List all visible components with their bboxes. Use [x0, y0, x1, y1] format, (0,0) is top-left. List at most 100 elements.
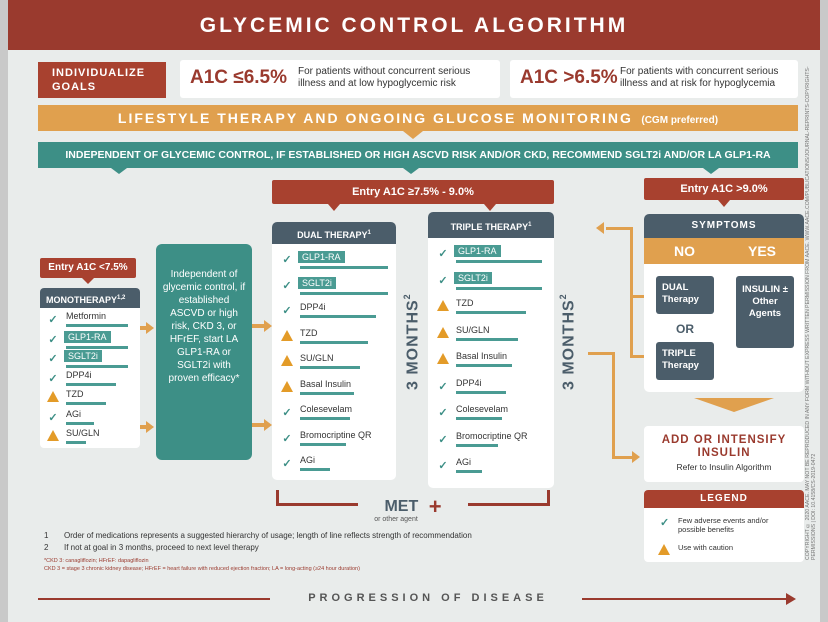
recommendation-strength-line: [300, 366, 360, 369]
medication-name: SGLT2i: [454, 271, 492, 284]
medication-row: ✓Metformin: [46, 310, 138, 331]
medication-name: Bromocriptine QR: [300, 429, 372, 440]
dual-therapy-header-text: DUAL THERAPY: [297, 230, 368, 240]
connector-months-to-insulin-h2: [612, 456, 634, 459]
high-entry-label: Entry A1C >9.0%: [644, 178, 804, 200]
left-arrow-to-triple: [596, 222, 604, 234]
medication-row: ✓GLP1-RA: [280, 250, 394, 271]
caution-triangle: [47, 391, 59, 402]
symptoms-card: SYMPTOMS NO YES DUAL Therapy OR TRIPLE T…: [644, 214, 804, 392]
medication-row: ✓SGLT2i: [436, 271, 552, 292]
medication-row: ✓AGi: [436, 456, 552, 477]
independent-banner-text: INDEPENDENT OF GLYCEMIC CONTROL, IF ESTA…: [65, 149, 771, 161]
banner-arrow-left: [111, 168, 127, 174]
months-label-1-text: 3 MONTHS2: [402, 290, 422, 390]
recommendation-strength-line: [300, 315, 376, 318]
recommendation-strength-line: [300, 391, 354, 395]
medication-row: ✓Colesevelam: [436, 403, 552, 424]
progression-arrow-icon: [786, 593, 796, 605]
triple-therapy-header: TRIPLE THERAPY1: [428, 212, 554, 238]
caution-icon: [46, 391, 60, 405]
caution-triangle: [47, 430, 59, 441]
symptoms-options-bar: NO YES: [644, 238, 804, 264]
high-entry-arrow: [718, 200, 730, 207]
medication-name: AGi: [456, 457, 472, 467]
medication-row: ✓DPP4i: [280, 301, 394, 322]
medication-name: Bromocriptine QR: [456, 430, 528, 441]
medication-row: TZD: [280, 327, 394, 348]
symptoms-or: OR: [676, 322, 694, 336]
medication-row: ✓ Colesevelam: [280, 403, 394, 424]
recommendation-strength-line: [456, 311, 526, 314]
connector-months-to-insulin-h: [588, 352, 614, 355]
connector-months-to-insulin-v: [612, 352, 615, 458]
footnote-2-num: 2: [44, 543, 49, 552]
legend-box: LEGEND ✓ Few adverse events and/or possi…: [644, 490, 804, 562]
medication-name: DPP4i: [66, 369, 92, 380]
met-label: MET: [384, 498, 419, 515]
medication-name: Colesevelam: [300, 404, 353, 414]
connector-to-symptoms-top: [606, 227, 632, 230]
met-sub: or other agent: [374, 516, 418, 523]
progression-label: PROGRESSION OF DISEASE: [308, 592, 548, 604]
medication-row: ✓GLP1-RA: [46, 330, 138, 351]
goal-high-desc: For patients with concurrent serious ill…: [620, 66, 779, 89]
months-label-2: 3 MONTHS2: [558, 290, 582, 390]
recommendation-strength-line: [66, 324, 128, 327]
check-icon: ✓: [282, 254, 292, 266]
monotherapy-card: MONOTHERAPY1,2 ✓Metformin✓GLP1-RA✓SGLT2i…: [40, 288, 140, 448]
caution-icon: [46, 430, 60, 444]
medication-name: AGi: [300, 455, 316, 465]
arrow-shaft-3: [252, 324, 266, 328]
independent-banner: INDEPENDENT OF GLYCEMIC CONTROL, IF ESTA…: [38, 142, 798, 168]
independent-box-text: Independent of glycemic control, if esta…: [162, 269, 246, 384]
recommendation-strength-line: [456, 443, 498, 447]
arrow-to-add-insulin: [632, 451, 640, 463]
monotherapy-header: MONOTHERAPY1,2: [40, 288, 140, 308]
symptoms-insulin-box: INSULIN ± Other Agents: [736, 276, 794, 348]
medication-row: ✓SGLT2i: [280, 276, 394, 297]
check-icon: ✓: [48, 314, 58, 326]
check-icon: ✓: [48, 333, 58, 346]
recommendation-strength-line: [456, 390, 506, 394]
months-label-2-text: 3 MONTHS2: [558, 290, 578, 390]
symptoms-header: SYMPTOMS: [644, 214, 804, 238]
lifestyle-text: LIFESTYLE THERAPY AND ONGOING GLUCOSE MO…: [117, 110, 633, 126]
legend-caution-text: Use with caution: [678, 543, 734, 552]
medication-name: GLP1-RA: [454, 245, 501, 257]
symptoms-down-arrow: [694, 398, 774, 412]
caution-triangle: [437, 353, 449, 364]
recommendation-strength-line: [66, 382, 116, 386]
add-insulin-title: ADD OR INTENSIFY INSULIN: [661, 434, 787, 459]
triple-therapy-header-sup: 1: [528, 222, 532, 228]
connector-vertical-symptoms: [630, 227, 633, 357]
connector-to-dual-node: [630, 295, 646, 298]
recommendation-strength-line: [66, 441, 86, 444]
months-sup-2: 2: [558, 293, 568, 300]
independent-to-dual-arrow-1: [264, 320, 272, 332]
recommendation-strength-line: [66, 402, 106, 405]
mono-entry-arrow: [82, 278, 94, 284]
legend-header: LEGEND: [644, 490, 804, 508]
check-icon: ✓: [282, 407, 292, 419]
medication-name: Basal Insulin: [300, 378, 352, 389]
symptoms-triple-text: TRIPLE Therapy: [662, 348, 699, 371]
recommendation-strength-line: [66, 421, 94, 425]
medication-name: AGi: [66, 408, 82, 419]
medication-row: SU/GLN: [280, 352, 394, 373]
goal-low-target: A1C ≤6.5%: [190, 67, 288, 88]
algorithm-page: GLYCEMIC CONTROL ALGORITHM INDIVIDUALIZE…: [8, 0, 820, 622]
dual-therapy-header: DUAL THERAPY1: [272, 222, 396, 244]
symptoms-insulin-text: INSULIN ± Other Agents: [742, 284, 788, 319]
medication-row: Basal Insulin: [280, 378, 394, 399]
medication-row: ✓GLP1-RA: [436, 244, 552, 265]
connector-to-triple-node: [630, 355, 646, 358]
dual-entry-arrow-1: [328, 204, 340, 211]
medication-name: TZD: [456, 298, 474, 308]
recommendation-strength-line: [456, 417, 502, 420]
caution-icon: [436, 353, 450, 367]
medication-name: TZD: [300, 327, 318, 338]
